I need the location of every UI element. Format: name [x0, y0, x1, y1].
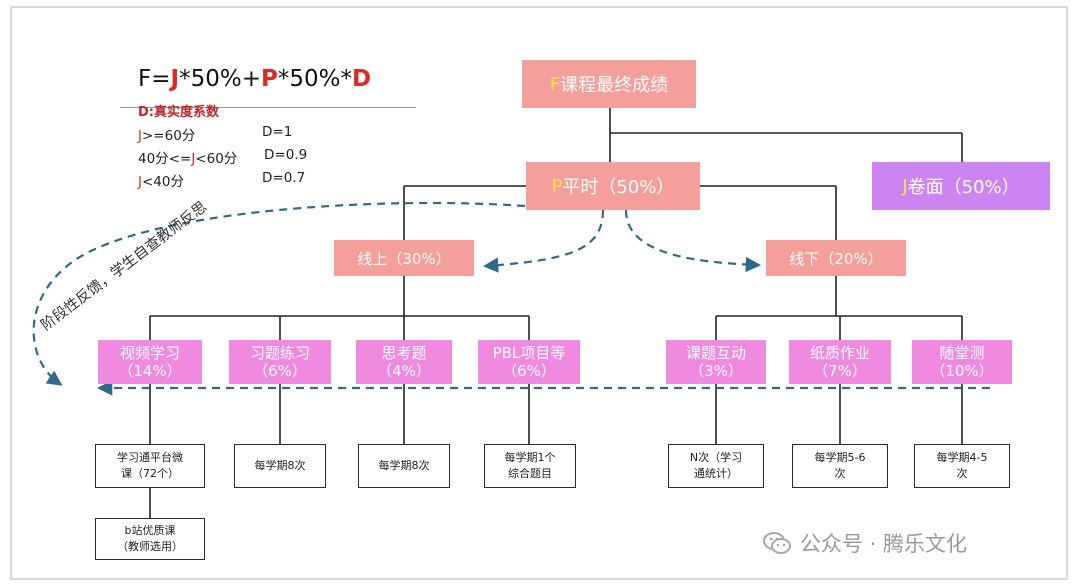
node-online: 线上（30%）: [334, 240, 474, 276]
watermark-text: 公众号 · 腾乐文化: [800, 532, 968, 556]
leaf-pbl-project: 每学期1个综合题目: [484, 444, 576, 488]
leaf-bilibili-course: b站优质课（教师选用）: [95, 518, 205, 560]
legend-divider: [120, 107, 416, 108]
leaf-video-study: 学习通平台微课（72个）: [95, 444, 205, 488]
node-exercise: 习题练习（6%）: [229, 340, 331, 384]
node-quiz: 随堂测（10%）: [912, 340, 1012, 384]
wechat-icon: [763, 532, 791, 554]
leaf-exercise: 每学期8次: [234, 444, 326, 488]
node-topic-interaction: 课题互动（3%）: [666, 340, 766, 384]
node-offline: 线下（20%）: [766, 240, 906, 276]
node-thinking-question: 思考题（4%）: [356, 340, 452, 384]
leaf-topic-interaction: N次（学习通统计）: [668, 444, 764, 488]
legend-title: D:真实度系数: [138, 105, 219, 120]
watermark: 公众号 · 腾乐文化: [762, 528, 967, 558]
score-formula: F=J*50%+P*50%*D: [138, 66, 372, 92]
node-pbl-project: PBL项目等（6%）: [478, 340, 580, 384]
leaf-thinking-question: 每学期8次: [358, 444, 450, 488]
node-video-study: 视频学习（14%）: [98, 340, 202, 384]
node-paper-homework: 纸质作业（7%）: [789, 340, 891, 384]
